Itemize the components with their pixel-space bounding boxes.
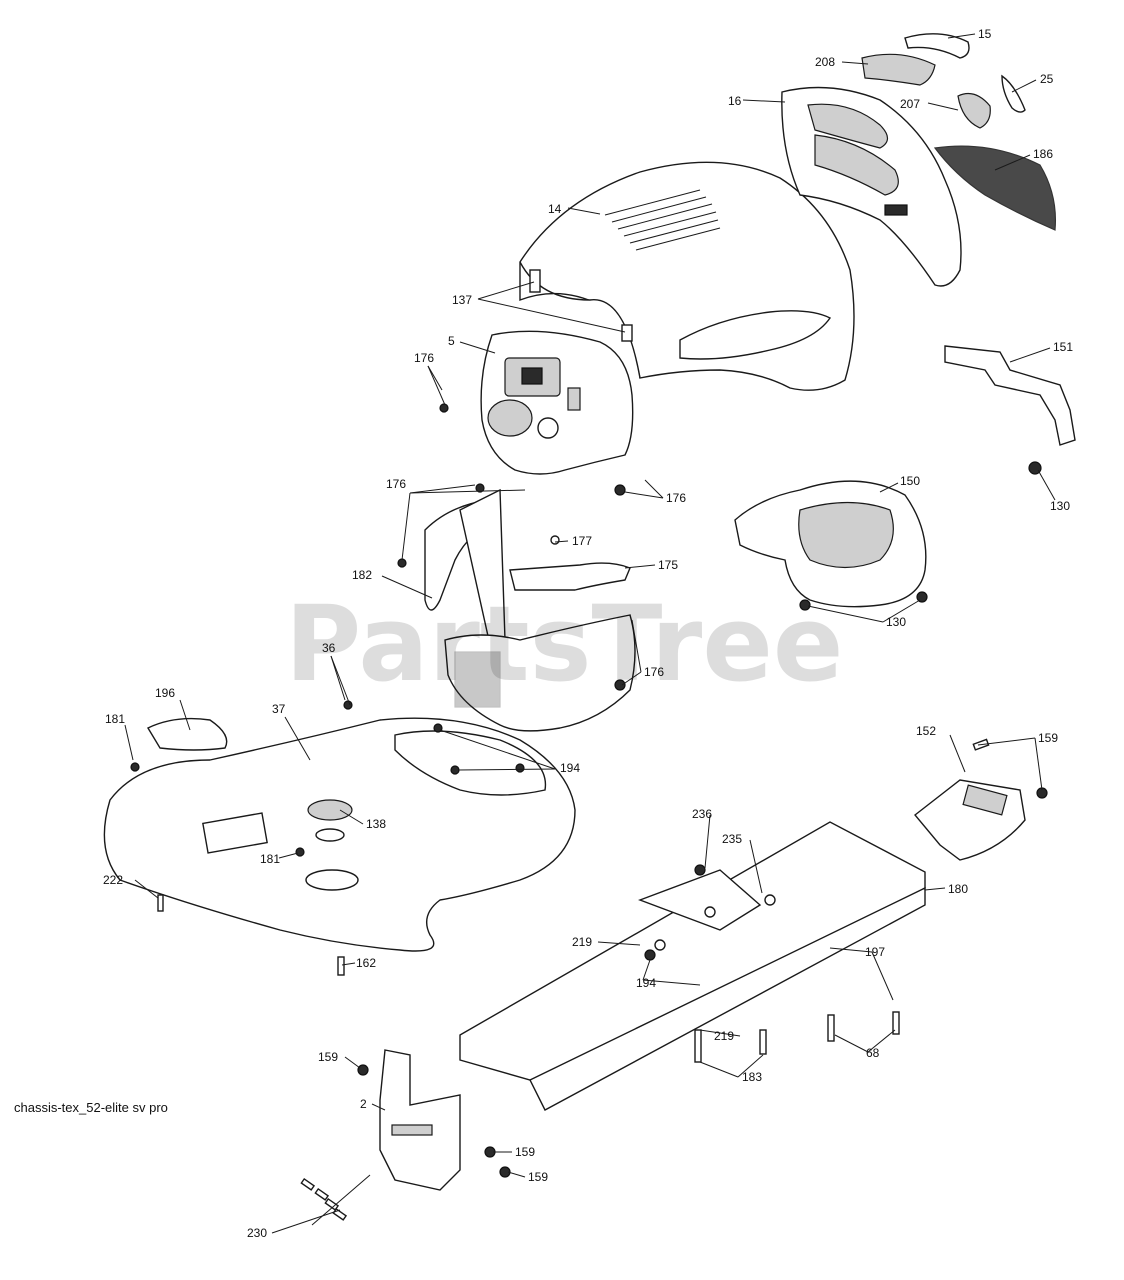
bracket-part-2[interactable] (379, 1049, 461, 1191)
hood-clip-137 (529, 269, 541, 293)
diagram-caption: chassis-tex_52-elite sv pro (14, 1100, 168, 1115)
callout-130: 130 (1050, 499, 1070, 513)
callout-182: 182 (352, 568, 372, 582)
hood-vent-slots (604, 189, 721, 251)
callout-37: 37 (272, 702, 286, 716)
callout-183: 183 (742, 1070, 762, 1084)
callout-151: 151 (1053, 340, 1073, 354)
callout-175: 175 (658, 558, 678, 572)
callout-159: 159 (528, 1170, 548, 1184)
callout-186: 186 (1033, 147, 1053, 161)
callout-15: 15 (978, 27, 992, 41)
callout-180: 180 (948, 882, 968, 896)
callout-labels: 15 208 25 16 207 186 14 137 151 5 176 17… (103, 27, 1073, 1240)
steering-bracket-part-182[interactable] (424, 488, 636, 732)
callout-150: 150 (900, 474, 920, 488)
grille-mesh-part-186[interactable] (933, 145, 1057, 231)
callout-222: 222 (103, 873, 123, 887)
frame-part-180[interactable] (459, 821, 926, 1111)
callout-2: 2 (360, 1097, 367, 1111)
callout-5: 5 (448, 334, 455, 348)
callout-176: 176 (644, 665, 664, 679)
callout-16: 16 (728, 94, 742, 108)
cup-part-138[interactable] (307, 799, 353, 821)
callout-68: 68 (866, 1046, 880, 1060)
watermark: PartsTree (285, 583, 843, 705)
bracket-part-151[interactable] (944, 345, 1076, 446)
callout-208: 208 (815, 55, 835, 69)
dashboard-part-5[interactable] (480, 330, 634, 475)
callout-36: 36 (322, 641, 336, 655)
callout-235: 235 (722, 832, 742, 846)
callout-197: 197 (865, 945, 885, 959)
grille-housing-part-16[interactable] (781, 86, 962, 287)
callout-159: 159 (1038, 731, 1058, 745)
headlight-part-208[interactable] (861, 53, 936, 86)
callout-130: 130 (886, 615, 906, 629)
bracket-part-175[interactable] (509, 535, 631, 591)
hood-clip-137b (621, 324, 633, 342)
bolts-part-230[interactable] (300, 1177, 348, 1221)
callout-138: 138 (366, 817, 386, 831)
headlight-part-207[interactable] (957, 93, 991, 129)
callout-181: 181 (105, 712, 125, 726)
callout-176: 176 (666, 491, 686, 505)
callout-137: 137 (452, 293, 472, 307)
belt-shield-part-150[interactable] (734, 480, 927, 608)
trim-part-15[interactable] (904, 33, 970, 59)
callout-14: 14 (548, 202, 562, 216)
callout-159: 159 (318, 1050, 338, 1064)
callout-219: 219 (714, 1029, 734, 1043)
callout-162: 162 (356, 956, 376, 970)
callout-25: 25 (1040, 72, 1054, 86)
callout-177: 177 (572, 534, 592, 548)
lens-part-25[interactable] (1001, 74, 1026, 113)
callout-181: 181 (260, 852, 280, 866)
callout-207: 207 (900, 97, 920, 111)
footplate-part-37[interactable] (103, 717, 576, 952)
bracket-part-152[interactable] (913, 779, 1026, 861)
hardware (130, 403, 1048, 1178)
callout-230: 230 (247, 1226, 267, 1240)
mat-part-196[interactable] (147, 717, 228, 751)
callout-159: 159 (515, 1145, 535, 1159)
callout-194: 194 (636, 976, 656, 990)
callout-219: 219 (572, 935, 592, 949)
callout-194: 194 (560, 761, 580, 775)
callout-152: 152 (916, 724, 936, 738)
callout-176: 176 (386, 477, 406, 491)
callout-236: 236 (692, 807, 712, 821)
leader-lines (124, 33, 1056, 1234)
callout-176: 176 (414, 351, 434, 365)
callout-196: 196 (155, 686, 175, 700)
